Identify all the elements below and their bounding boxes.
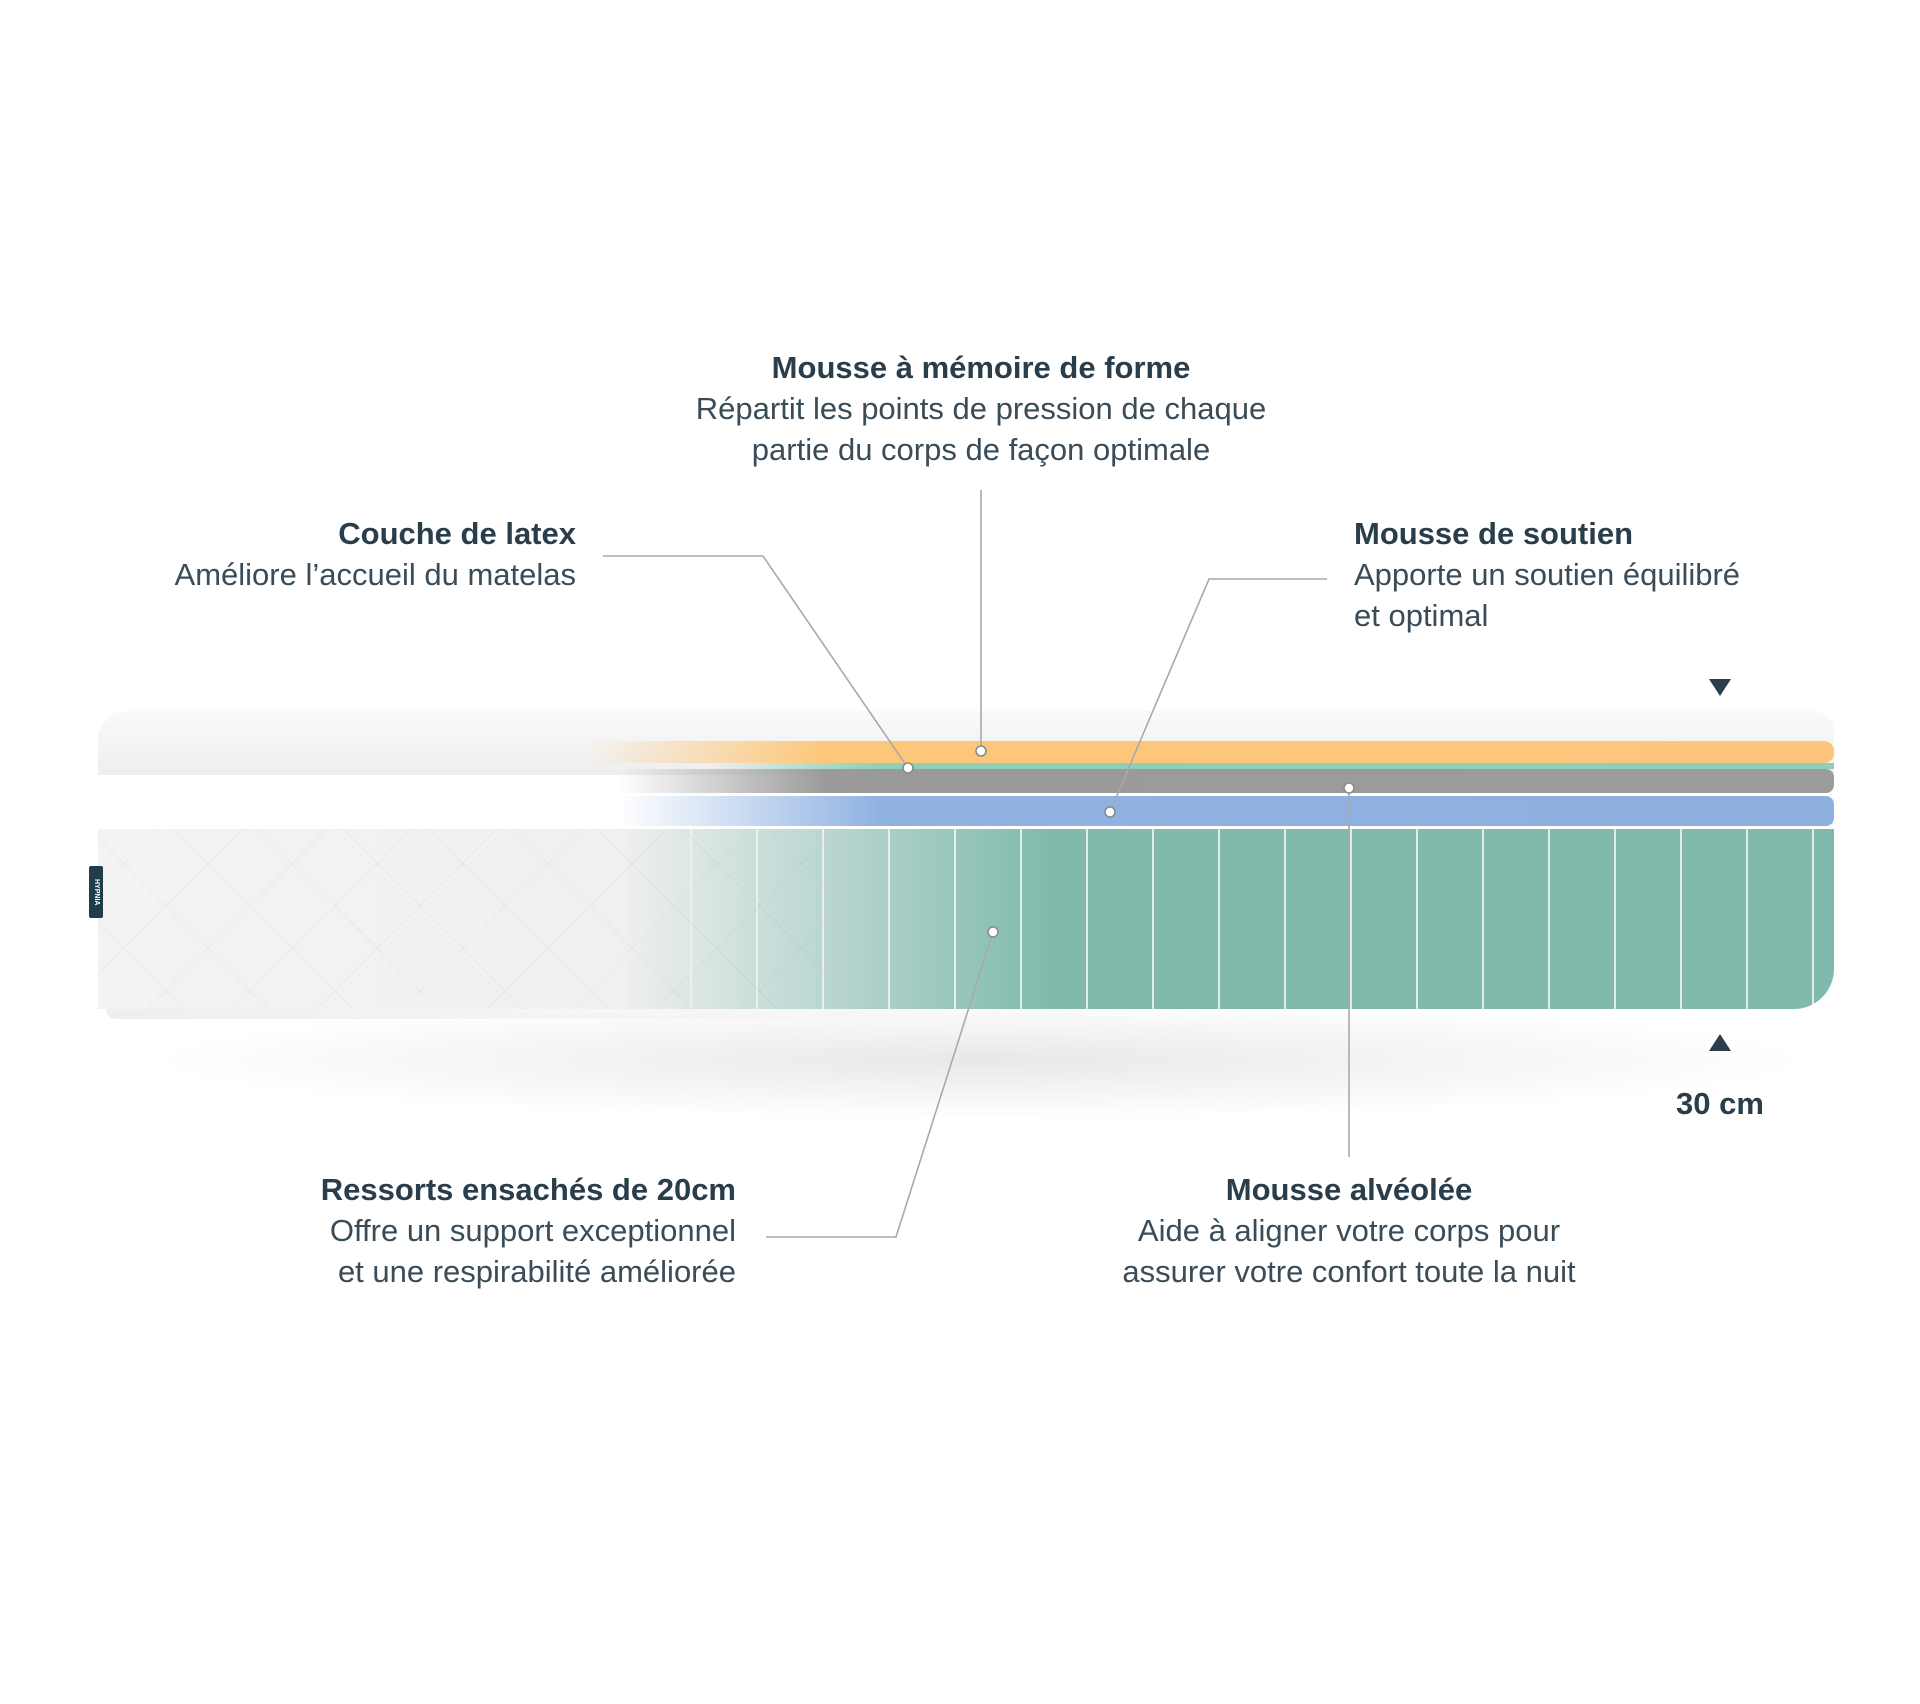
label-egg-crate-foam: Mousse alvéolée Aide à aligner votre cor…: [1122, 1169, 1575, 1292]
quilted-cover: [98, 829, 828, 1009]
brand-logo: HYPNIA: [89, 866, 103, 918]
leader-springs: [766, 931, 994, 1238]
label-title: Couche de latex: [338, 516, 576, 551]
label-desc: et une respirabilité améliorée: [337, 1254, 736, 1289]
dot-egg: [1343, 782, 1355, 794]
leader-latex: [603, 555, 909, 769]
height-label: 30 cm: [1676, 1086, 1764, 1121]
label-desc: partie du corps de façon optimale: [751, 432, 1211, 467]
label-pocket-springs: Ressorts ensachés de 20cm Offre un suppo…: [321, 1169, 736, 1292]
label-desc: Répartit les points de pression de chaqu…: [695, 391, 1267, 426]
label-desc: et optimal: [1354, 598, 1489, 633]
mattress-shadow: [140, 1000, 1820, 1120]
cover-hem: [106, 1009, 1148, 1019]
label-title: Mousse de soutien: [1354, 516, 1634, 551]
dot-memory: [975, 745, 987, 757]
dot-support: [1104, 806, 1116, 818]
label-desc: Offre un support exceptionnel: [329, 1213, 736, 1248]
latex-layer: [98, 763, 1834, 769]
label-desc: Apporte un soutien équilibré: [1354, 557, 1741, 592]
dot-springs: [987, 926, 999, 938]
leader-support: [1109, 578, 1327, 813]
label-title: Ressorts ensachés de 20cm: [320, 1172, 736, 1207]
memory-foam-layer: [98, 741, 1834, 763]
support-foam-layer: [98, 796, 1834, 826]
arrow-up-icon: [1709, 1034, 1731, 1051]
dot-latex: [902, 762, 914, 774]
arrow-down-icon: [1709, 679, 1731, 696]
mattress-illustration: [98, 711, 1834, 1019]
label-latex: Couche de latex Améliore l’accueil du ma…: [175, 513, 576, 595]
label-support-foam: Mousse de soutien Apporte un soutien équ…: [1354, 513, 1740, 636]
pocket-springs-layer: [98, 829, 1834, 1009]
label-memory-foam: Mousse à mémoire de forme Répartit les p…: [696, 347, 1266, 470]
label-desc: Aide à aligner votre corps pour: [1137, 1213, 1561, 1248]
label-desc: Améliore l’accueil du matelas: [174, 557, 576, 592]
egg-crate-foam-layer: [98, 769, 1834, 793]
label-title: Mousse à mémoire de forme: [771, 350, 1191, 385]
label-title: Mousse alvéolée: [1225, 1172, 1473, 1207]
label-desc: assurer votre confort toute la nuit: [1122, 1254, 1576, 1289]
